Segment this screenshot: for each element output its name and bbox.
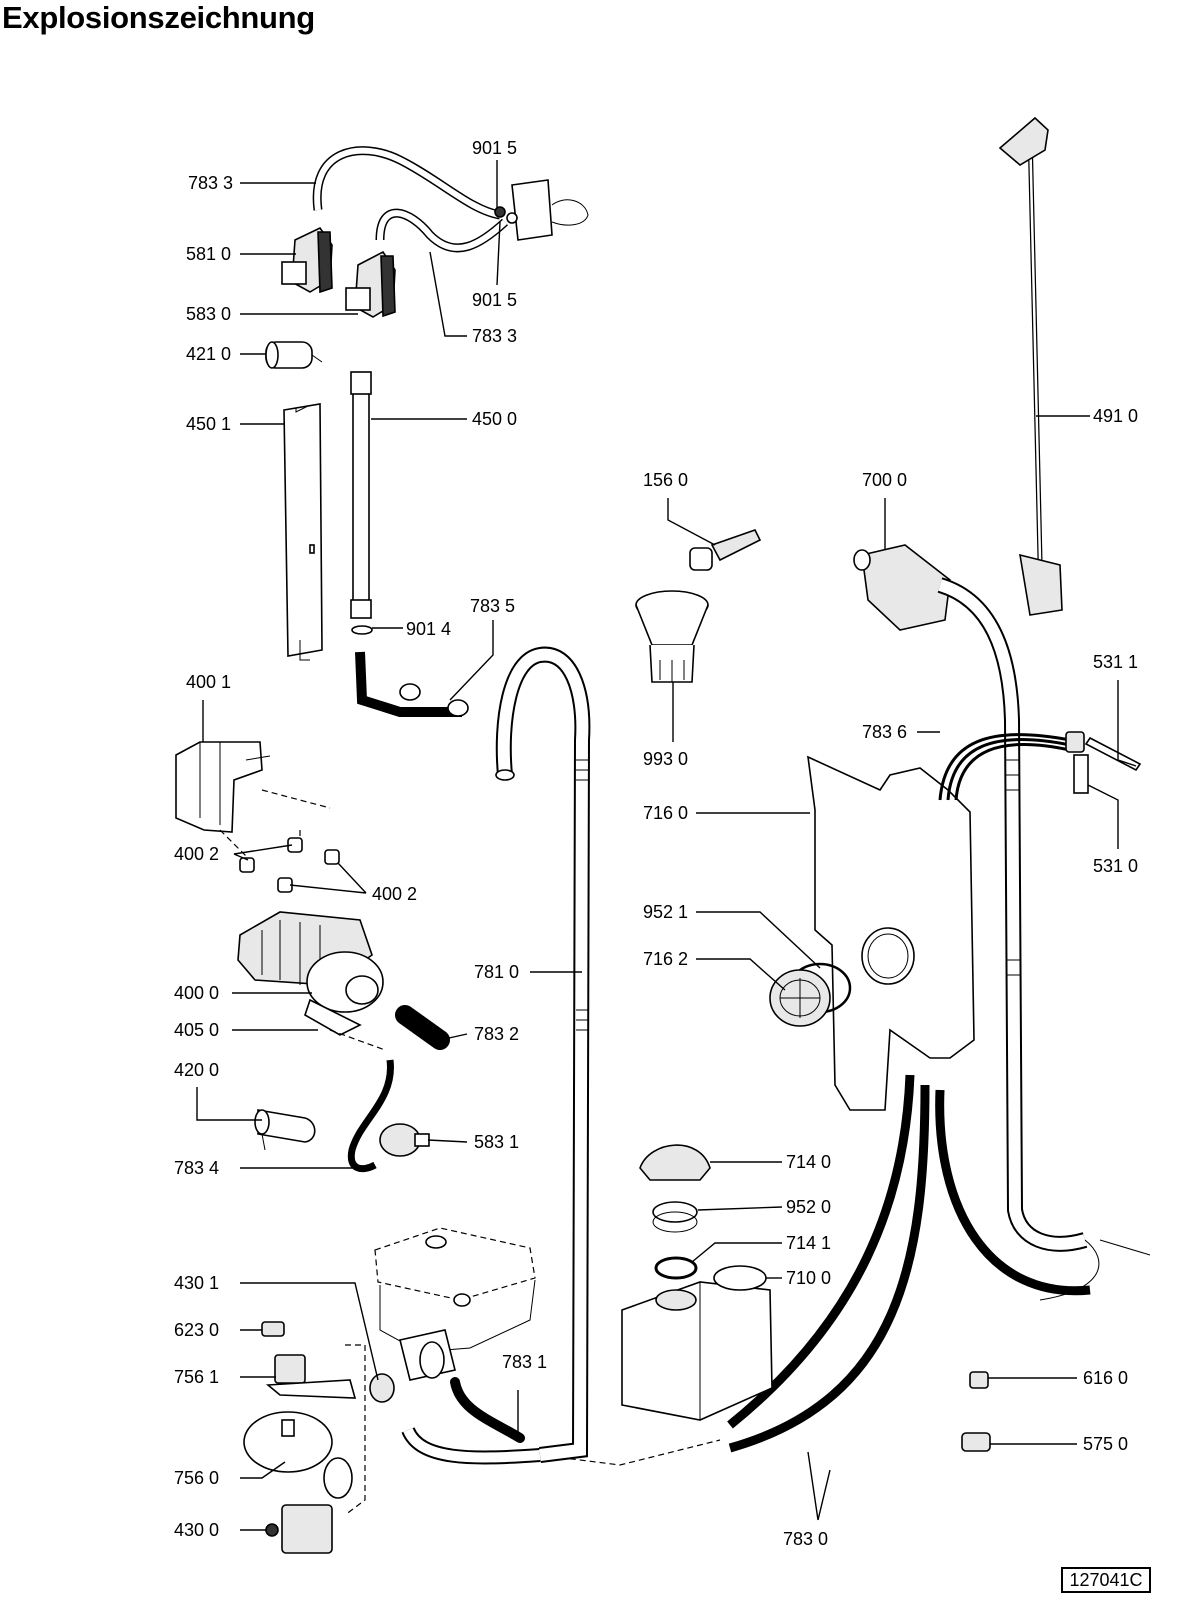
label-714-0: 714 0	[786, 1152, 831, 1172]
filter-ring-430-1	[369, 1373, 395, 1403]
float-switch-756-1	[265, 1354, 357, 1399]
label-623-0: 623 0	[174, 1320, 219, 1340]
label-616-0: 616 0	[1083, 1368, 1128, 1388]
label-450-0: 450 0	[472, 409, 517, 429]
label-405-0: 405 0	[174, 1020, 219, 1040]
hose-from-700	[937, 577, 1088, 1252]
label-400-1: 400 1	[186, 672, 231, 692]
page-title: Explosionszeichnung	[2, 0, 315, 35]
label-901-5: 901 5	[472, 290, 517, 310]
hose-781-0	[495, 646, 591, 1463]
label-400-2: 400 2	[174, 844, 219, 864]
power-cord-491-0	[998, 116, 1063, 616]
label-783-3: 783 3	[188, 173, 233, 193]
cap-716-2	[769, 969, 831, 1027]
assembly-lines-bottom	[344, 1344, 721, 1516]
housing-716-0	[807, 755, 975, 1111]
label-581-0: 581 0	[186, 244, 231, 264]
hose-783-3-lower	[375, 208, 509, 253]
label-420-0: 420 0	[174, 1060, 219, 1080]
thermostat-531	[1065, 731, 1142, 794]
label-901-4: 901 4	[406, 619, 451, 639]
pressure-switch-583-0	[345, 250, 396, 318]
label-783-4: 783 4	[174, 1158, 219, 1178]
clips-400-2	[239, 837, 340, 893]
label-421-0: 421 0	[186, 344, 231, 364]
wires-783-6	[938, 733, 1071, 801]
hose-783-5	[355, 651, 469, 717]
leader-lines	[196, 160, 1137, 1531]
part-156-0	[689, 529, 762, 571]
label-531-1: 531 1	[1093, 652, 1138, 672]
label-783-1: 783 1	[502, 1352, 547, 1372]
part-labels: 783 3 901 5 581 0 901 5 583 0 783 3 421 …	[174, 138, 1138, 1549]
hose-783-2	[395, 1005, 450, 1050]
assembly-lines-400	[219, 789, 331, 861]
seal-714-1	[654, 1256, 698, 1280]
channel-450-0	[350, 371, 372, 619]
label-400-2: 400 2	[372, 884, 417, 904]
label-450-1: 450 1	[186, 414, 231, 434]
flowmeter-700-0	[853, 544, 951, 631]
label-716-2: 716 2	[643, 949, 688, 969]
label-700-0: 700 0	[862, 470, 907, 490]
label-783-0: 783 0	[783, 1529, 828, 1549]
hoses-783-0	[727, 1074, 1151, 1453]
label-783-3: 783 3	[472, 326, 517, 346]
pump-400-0	[237, 911, 384, 1036]
label-993-0: 993 0	[643, 749, 688, 769]
label-430-1: 430 1	[174, 1273, 219, 1293]
hose-783-3-upper	[312, 146, 501, 220]
valve-block-901-5	[494, 179, 589, 241]
label-156-0: 156 0	[643, 470, 688, 490]
part-575-0	[961, 1432, 991, 1452]
label-400-0: 400 0	[174, 983, 219, 1003]
label-901-5: 901 5	[472, 138, 517, 158]
drain-bend	[401, 1426, 541, 1465]
label-430-0: 430 0	[174, 1520, 219, 1540]
switch-623-0	[261, 1321, 285, 1337]
cap-714-0	[639, 1144, 711, 1181]
label-710-0: 710 0	[786, 1268, 831, 1288]
label-531-0: 531 0	[1093, 856, 1138, 876]
heater-420-0	[254, 1109, 316, 1151]
pressure-sensor-583-1	[379, 1123, 430, 1157]
label-714-1: 714 1	[786, 1233, 831, 1253]
label-583-0: 583 0	[186, 304, 231, 324]
label-575-0: 575 0	[1083, 1434, 1128, 1454]
channel-450-1	[283, 403, 323, 661]
label-952-0: 952 0	[786, 1197, 831, 1217]
capacitor-421-0	[265, 341, 323, 369]
drawing-reference-number: 127041C	[1061, 1567, 1151, 1593]
part-616-0	[969, 1371, 989, 1389]
salt-container-710-0	[621, 1265, 773, 1421]
bracket-400-1	[175, 741, 271, 833]
sump-tub	[374, 1227, 536, 1381]
label-952-1: 952 1	[643, 902, 688, 922]
nut-952-0	[652, 1201, 698, 1233]
hose-783-1	[450, 1377, 525, 1443]
label-583-1: 583 1	[474, 1132, 519, 1152]
clip-901-4	[351, 625, 373, 635]
funnel-993-0	[635, 590, 709, 683]
float-756-0	[243, 1411, 333, 1473]
hose-783-4	[347, 1059, 394, 1173]
label-756-1: 756 1	[174, 1367, 219, 1387]
pressure-switch-581-0	[281, 226, 333, 294]
label-716-0: 716 0	[643, 803, 688, 823]
label-781-0: 781 0	[474, 962, 519, 982]
label-783-6: 783 6	[862, 722, 907, 742]
label-783-5: 783 5	[470, 596, 515, 616]
drain-pump-430-0	[265, 1457, 353, 1554]
label-756-0: 756 0	[174, 1468, 219, 1488]
label-491-0: 491 0	[1093, 406, 1138, 426]
label-783-2: 783 2	[474, 1024, 519, 1044]
